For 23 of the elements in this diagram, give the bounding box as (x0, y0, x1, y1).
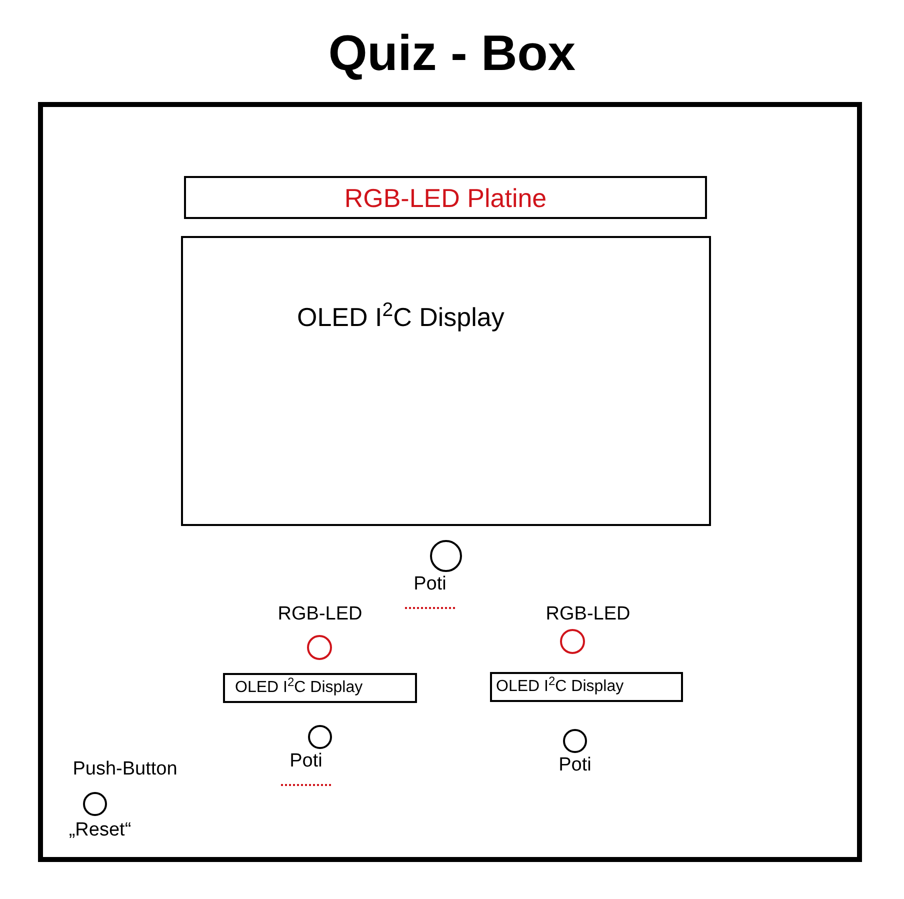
component-label: Poti (558, 756, 592, 774)
component-label: Poti (414, 574, 446, 594)
knob-symbol (83, 792, 107, 816)
led-symbol (307, 635, 332, 660)
component-label: RGB-LED (278, 604, 362, 624)
component-box (223, 673, 417, 703)
enclosure-box (38, 102, 862, 862)
component-label: Push-Button (72, 760, 178, 778)
component-box (184, 176, 707, 219)
component-label: Poti (290, 752, 322, 770)
component-label: OLED I$^{2}$C Display (235, 680, 363, 696)
component-box (181, 236, 711, 526)
led-symbol (560, 629, 585, 654)
component-label: OLED I$^{2}$C Display (496, 679, 624, 695)
component-label: OLED I$^{2}$C Display (297, 304, 504, 334)
knob-symbol (563, 729, 587, 753)
knob-symbol (430, 540, 462, 572)
component-label: RGB-LED (546, 604, 630, 624)
component-label: „Reset“ (68, 820, 132, 840)
title: Quiz - Box (327, 28, 577, 78)
component-box (490, 672, 683, 702)
knob-symbol (308, 725, 332, 749)
component-label: RGB-LED Platine (344, 184, 547, 210)
